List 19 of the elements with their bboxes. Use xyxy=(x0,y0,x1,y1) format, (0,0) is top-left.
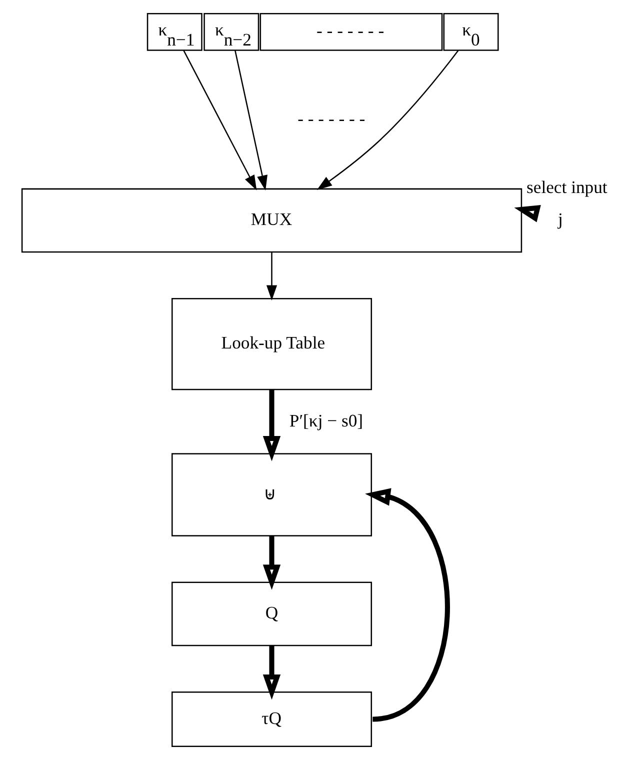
node-box: MUX xyxy=(21,188,522,253)
node-text: j xyxy=(558,209,563,230)
arrow xyxy=(365,488,450,722)
arrow xyxy=(262,536,281,590)
label: - - - - - - - xyxy=(298,108,366,128)
edge-label: P′[κj − s0] xyxy=(289,410,364,430)
arrow xyxy=(316,50,459,190)
node-box: - - - - - - - xyxy=(260,13,443,51)
node-box: Look-up Table xyxy=(172,298,372,390)
arrow xyxy=(514,205,541,222)
arrow xyxy=(262,390,281,462)
node-box: τQ xyxy=(172,692,372,747)
arrow xyxy=(183,50,257,190)
arrow xyxy=(266,252,278,300)
arrow xyxy=(262,645,281,700)
node-label: select input xyxy=(526,176,608,197)
arrow xyxy=(234,50,268,190)
node-box: ⊎ xyxy=(172,453,372,536)
node-box: Q xyxy=(172,582,372,646)
